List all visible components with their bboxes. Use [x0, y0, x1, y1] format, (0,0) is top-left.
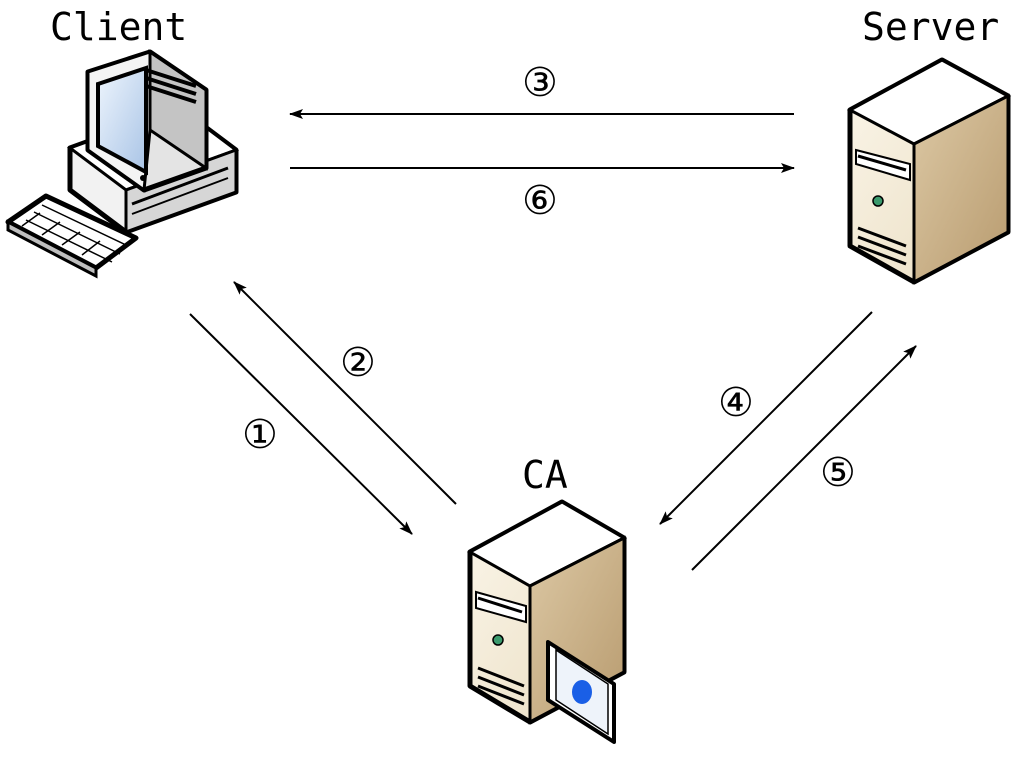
certificate-server-icon: [466, 499, 628, 744]
client-label: Client: [50, 5, 187, 49]
tower-server-icon: [846, 57, 1012, 285]
step-label-1: ①: [242, 412, 278, 458]
step-label-4: ④: [718, 380, 754, 426]
arrow-step-5: [691, 345, 917, 571]
step-label-3: ③: [522, 60, 558, 106]
desktop-computer-icon: [5, 49, 240, 279]
arrow-step-1: [189, 313, 413, 535]
arrow-step-2: [233, 281, 457, 505]
step-label-5: ⑤: [820, 450, 856, 496]
arrow-step-4: [659, 311, 873, 525]
step-label-2: ②: [340, 340, 376, 386]
step-label-6: ⑥: [522, 178, 558, 224]
ca-label: CA: [522, 453, 568, 497]
server-label: Server: [862, 5, 999, 49]
